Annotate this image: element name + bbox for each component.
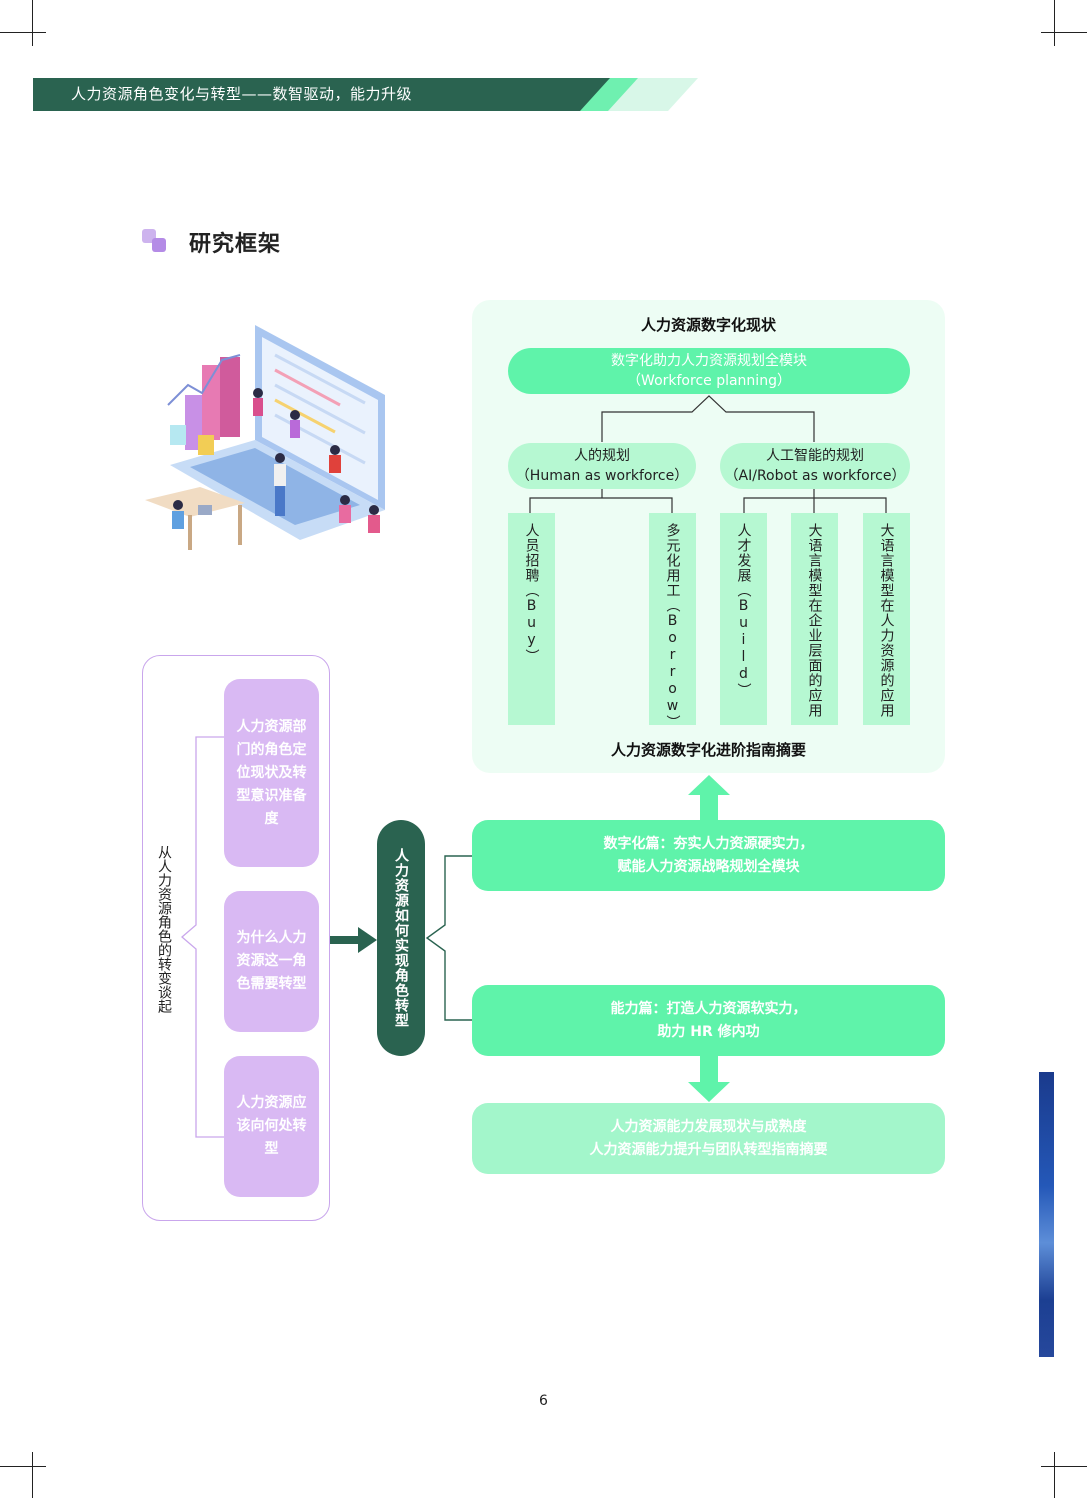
column-label: 大语言模型在企业层面的应用 <box>806 523 823 718</box>
human-workforce-line1: 人的规划 <box>574 448 630 464</box>
tree-connectors <box>529 395 887 514</box>
crop-mark <box>1041 32 1087 33</box>
laptop-team-illustration <box>145 325 385 550</box>
column-llm-hr: 大语言模型在人力资源的应用 <box>863 513 910 725</box>
role-change-box <box>142 655 330 1221</box>
crop-mark <box>1041 1466 1087 1467</box>
crop-mark <box>0 1466 46 1467</box>
page-number: 6 <box>539 1393 548 1409</box>
panel-title: 人力资源数字化现状 <box>640 316 776 334</box>
side-decorative-strip <box>1039 1072 1054 1357</box>
column-label: 人才发展（Build） <box>735 523 752 698</box>
section-icon <box>152 238 166 252</box>
left-bracket-connector <box>181 736 224 1138</box>
role-card-why: 为什么人力资源这一角色需要转型 <box>224 891 319 1032</box>
down-arrow-icon <box>688 1056 730 1102</box>
role-card-where: 人力资源应该向何处转型 <box>224 1056 319 1197</box>
column-llm-enterprise: 大语言模型在企业层面的应用 <box>791 513 838 725</box>
human-workforce-pill: 人的规划 （Human as workforce） <box>508 443 696 489</box>
capability-card-line2: 人力资源能力提升与团队转型指南摘要 <box>589 1141 828 1158</box>
ai-workforce-line1: 人工智能的规划 <box>766 448 864 464</box>
right-arrow-icon <box>330 927 377 953</box>
role-card-status: 人力资源部门的角色定位现状及转型意识准备度 <box>224 679 319 867</box>
header-banner: 人力资源角色变化与转型——数智驱动，能力升级 <box>33 78 585 111</box>
column-label: 人员招聘（Buy） <box>523 523 540 664</box>
panel-footer: 人力资源数字化进阶指南摘要 <box>610 741 806 759</box>
crop-mark <box>1054 0 1055 46</box>
workforce-planning-line2: （Workforce planning） <box>627 373 791 389</box>
column-build: 人才发展（Build） <box>720 513 767 725</box>
human-workforce-line2: （Human as workforce） <box>515 468 689 484</box>
ability-card-line1: 能力篇：打造人力资源软实力， <box>610 1000 807 1017</box>
role-change-vertical-label: 从人力资源角色的转变谈起 <box>156 845 172 1013</box>
digital-card-line1: 数字化篇：夯实人力资源硬实力， <box>603 835 814 852</box>
ai-workforce-line2: （AI/Robot as workforce） <box>724 468 906 484</box>
header-title: 人力资源角色变化与转型——数智驱动，能力升级 <box>71 85 413 103</box>
crop-mark <box>0 32 46 33</box>
role-transformation-pill: 人力资源如何实现角色转型 <box>377 820 425 1056</box>
workforce-planning-line1: 数字化助力人力资源规划全模块 <box>611 353 807 369</box>
branch-connector <box>425 855 473 1021</box>
role-card-text: 人力资源应该向何处转型 <box>236 1095 307 1157</box>
column-label: 大语言模型在人力资源的应用 <box>878 523 895 718</box>
column-borrow: 多元化用工（Borrow） <box>649 513 696 730</box>
workforce-planning-pill: 数字化助力人力资源规划全模块 （Workforce planning） <box>508 348 910 394</box>
capability-summary-card: 人力资源能力发展现状与成熟度 人力资源能力提升与团队转型指南摘要 <box>472 1103 945 1174</box>
digital-chapter-card: 数字化篇：夯实人力资源硬实力， 赋能人力资源战略规划全模块 <box>472 820 945 891</box>
role-transformation-label: 人力资源如何实现角色转型 <box>393 848 409 1028</box>
ability-card-line2: 助力 HR 修内功 <box>657 1023 760 1040</box>
crop-mark <box>32 1452 33 1498</box>
capability-card-line1: 人力资源能力发展现状与成熟度 <box>610 1118 807 1135</box>
crop-mark <box>32 0 33 46</box>
banner-tail-decoration <box>560 78 698 111</box>
digital-card-line2: 赋能人力资源战略规划全模块 <box>617 858 800 875</box>
crop-mark <box>1054 1452 1055 1498</box>
column-label: 多元化用工（Borrow） <box>664 523 681 730</box>
role-card-text: 为什么人力资源这一角色需要转型 <box>236 930 307 992</box>
ability-chapter-card: 能力篇：打造人力资源软实力， 助力 HR 修内功 <box>472 985 945 1056</box>
role-card-text: 人力资源部门的角色定位现状及转型意识准备度 <box>236 718 307 827</box>
ai-workforce-pill: 人工智能的规划 （AI/Robot as workforce） <box>720 443 910 489</box>
up-arrow-icon <box>688 775 730 821</box>
column-buy: 人员招聘（Buy） <box>508 513 555 725</box>
section-title: 研究框架 <box>189 231 282 257</box>
